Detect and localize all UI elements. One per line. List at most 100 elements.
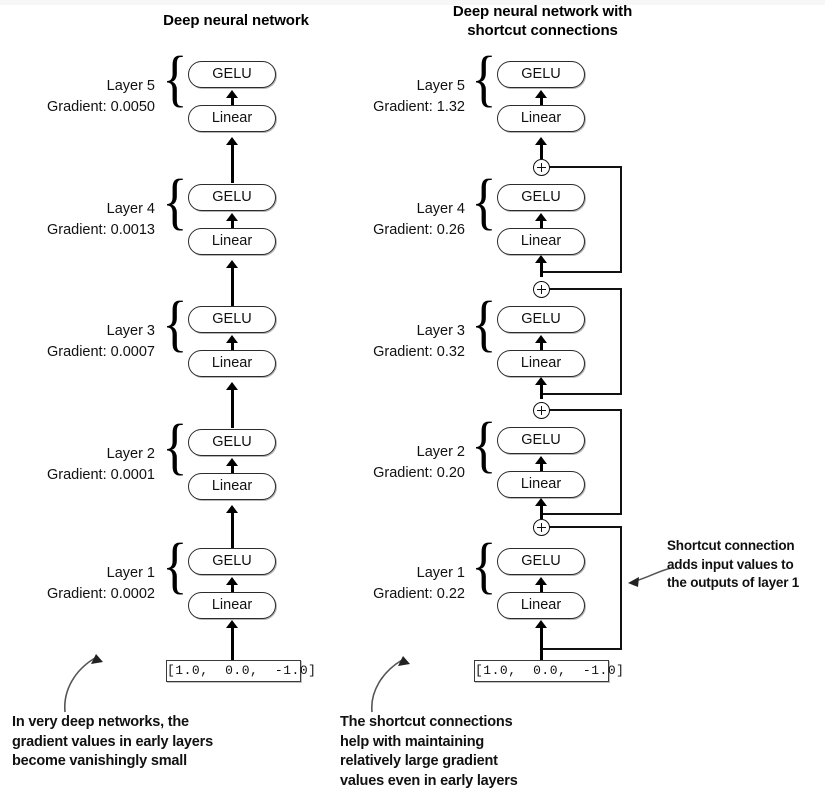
- right-sum-node-3: [533, 281, 550, 298]
- left-layer5-inner-arrow: [226, 90, 238, 106]
- left-arrow-l3-to-l4: [226, 260, 238, 306]
- left-layer3-name: Layer 3: [106, 323, 155, 339]
- left-layer3-label: Layer 3 Gradient: 0.0007: [10, 321, 155, 363]
- left-layer5-linear[interactable]: Linear: [188, 105, 276, 132]
- left-network-title: Deep neural network: [163, 12, 309, 29]
- left-layer5-gradient: Gradient: 0.0050: [46, 99, 155, 115]
- right-layer2-gradient: Gradient: 0.20: [373, 465, 465, 481]
- left-layer4-linear[interactable]: Linear: [188, 228, 276, 255]
- left-layer1-linear[interactable]: Linear: [188, 592, 276, 619]
- top-strip: [0, 0, 825, 5]
- right-layer3-label: Layer 3 Gradient: 0.32: [320, 321, 465, 363]
- right-layer1-linear[interactable]: Linear: [497, 592, 585, 619]
- left-layer1-brace: {: [162, 532, 188, 600]
- left-caption: In very deep networks, the gradient valu…: [12, 713, 332, 772]
- left-caption-line2: gradient values in early layers: [12, 733, 213, 750]
- left-layer1-label: Layer 1 Gradient: 0.0002: [10, 563, 155, 605]
- left-layer2-linear[interactable]: Linear: [188, 473, 276, 500]
- left-caption-line1: In very deep networks, the: [12, 714, 189, 730]
- left-layer4-gradient: Gradient: 0.0013: [46, 222, 155, 238]
- right-caption: The shortcut connections help with maint…: [340, 713, 660, 791]
- left-layer4-inner-arrow: [226, 213, 238, 229]
- left-layer4-brace: {: [162, 168, 188, 236]
- right-input-vector: [1.0, 0.0, -1.0]: [474, 660, 624, 682]
- right-network-title-line2: shortcut connections: [467, 22, 618, 39]
- right-layer4-label: Layer 4 Gradient: 0.26: [320, 199, 465, 241]
- right-arrow-sum1-to-l2: [535, 498, 547, 519]
- left-layer5-label: Layer 5 Gradient: 0.0050: [10, 76, 155, 118]
- right-layer3-name: Layer 3: [416, 323, 465, 339]
- right-layer1-gelu[interactable]: GELU: [497, 548, 585, 575]
- right-caption-pointer-arrow: [371, 656, 410, 713]
- left-layer5-gelu[interactable]: GELU: [188, 61, 276, 88]
- right-layer3-linear[interactable]: Linear: [497, 350, 585, 377]
- right-layer2-linear[interactable]: Linear: [497, 471, 585, 498]
- right-layer1-brace: {: [471, 532, 497, 600]
- shortcut-note: Shortcut connection adds input values to…: [667, 537, 825, 593]
- left-layer4-label: Layer 4 Gradient: 0.0013: [10, 199, 155, 241]
- right-caption-line1: The shortcut connections: [340, 714, 513, 730]
- right-layer2-name: Layer 2: [416, 444, 465, 460]
- right-layer5-name: Layer 5: [416, 78, 465, 94]
- left-layer1-gradient: Gradient: 0.0002: [46, 586, 155, 602]
- right-layer4-name: Layer 4: [416, 201, 465, 217]
- right-layer1-label: Layer 1 Gradient: 0.22: [320, 563, 465, 605]
- left-layer2-gelu[interactable]: GELU: [188, 429, 276, 456]
- left-arrow-input-to-l1: [226, 620, 238, 660]
- shortcut-note-line2: adds input values to: [667, 556, 794, 572]
- left-caption-line3: become vanishingly small: [12, 753, 187, 769]
- left-layer4-gelu[interactable]: GELU: [188, 184, 276, 211]
- left-caption-pointer-arrow: [64, 654, 103, 713]
- right-layer5-inner-arrow: [535, 90, 547, 106]
- left-layer2-label: Layer 2 Gradient: 0.0001: [10, 444, 155, 486]
- left-layer2-gradient: Gradient: 0.0001: [46, 467, 155, 483]
- left-layer3-gelu[interactable]: GELU: [188, 306, 276, 333]
- right-layer5-gradient: Gradient: 1.32: [373, 99, 465, 115]
- left-input-vector: [1.0, 0.0, -1.0]: [166, 660, 316, 682]
- right-arrow-input-to-l1: [535, 620, 547, 660]
- right-layer5-linear[interactable]: Linear: [497, 105, 585, 132]
- right-layer1-inner-arrow: [535, 577, 547, 593]
- right-caption-line3: relatively large gradient: [340, 753, 498, 769]
- shortcut-note-line3: the outputs of layer 1: [667, 575, 800, 590]
- right-arrow-sum3-to-l4: [535, 255, 547, 277]
- right-layer1-gradient: Gradient: 0.22: [373, 586, 465, 602]
- right-layer2-inner-arrow: [535, 456, 547, 472]
- left-layer3-brace: {: [162, 290, 188, 358]
- right-layer4-gelu[interactable]: GELU: [497, 184, 585, 211]
- right-network-title: Deep neural network with shortcut connec…: [440, 2, 645, 40]
- left-layer1-name: Layer 1: [106, 565, 155, 581]
- left-layer3-linear[interactable]: Linear: [188, 350, 276, 377]
- right-layer4-inner-arrow: [535, 213, 547, 229]
- right-layer3-gelu[interactable]: GELU: [497, 306, 585, 333]
- left-layer3-inner-arrow: [226, 335, 238, 351]
- shortcut-note-pointer-arrow: [628, 567, 673, 587]
- left-arrow-l2-to-l3: [226, 382, 238, 428]
- right-arrow-sum4-to-l5: [535, 137, 547, 159]
- left-layer3-gradient: Gradient: 0.0007: [46, 344, 155, 360]
- left-layer5-brace: {: [162, 45, 188, 113]
- right-caption-line2: help with maintaining: [340, 733, 485, 750]
- right-caption-line4: values even in early layers: [340, 772, 518, 789]
- right-arrow-sum2-to-l3: [535, 377, 547, 399]
- right-layer4-brace: {: [471, 168, 497, 236]
- right-layer2-label: Layer 2 Gradient: 0.20: [320, 442, 465, 484]
- left-arrow-l1-to-l2: [226, 505, 238, 548]
- right-layer5-label: Layer 5 Gradient: 1.32: [320, 76, 465, 118]
- left-layer1-gelu[interactable]: GELU: [188, 548, 276, 575]
- right-layer4-gradient: Gradient: 0.26: [373, 222, 465, 238]
- left-arrow-l4-to-l5: [226, 137, 238, 183]
- right-layer3-inner-arrow: [535, 335, 547, 351]
- left-layer1-inner-arrow: [226, 577, 238, 593]
- left-layer5-name: Layer 5: [106, 78, 155, 94]
- left-layer2-name: Layer 2: [106, 446, 155, 462]
- right-layer2-gelu[interactable]: GELU: [497, 427, 585, 454]
- left-layer2-brace: {: [162, 413, 188, 481]
- left-layer4-name: Layer 4: [106, 201, 155, 217]
- right-layer4-linear[interactable]: Linear: [497, 228, 585, 255]
- right-layer3-gradient: Gradient: 0.32: [373, 344, 465, 360]
- right-layer5-gelu[interactable]: GELU: [497, 61, 585, 88]
- left-layer2-inner-arrow: [226, 458, 238, 474]
- right-sum-node-1: [533, 519, 550, 536]
